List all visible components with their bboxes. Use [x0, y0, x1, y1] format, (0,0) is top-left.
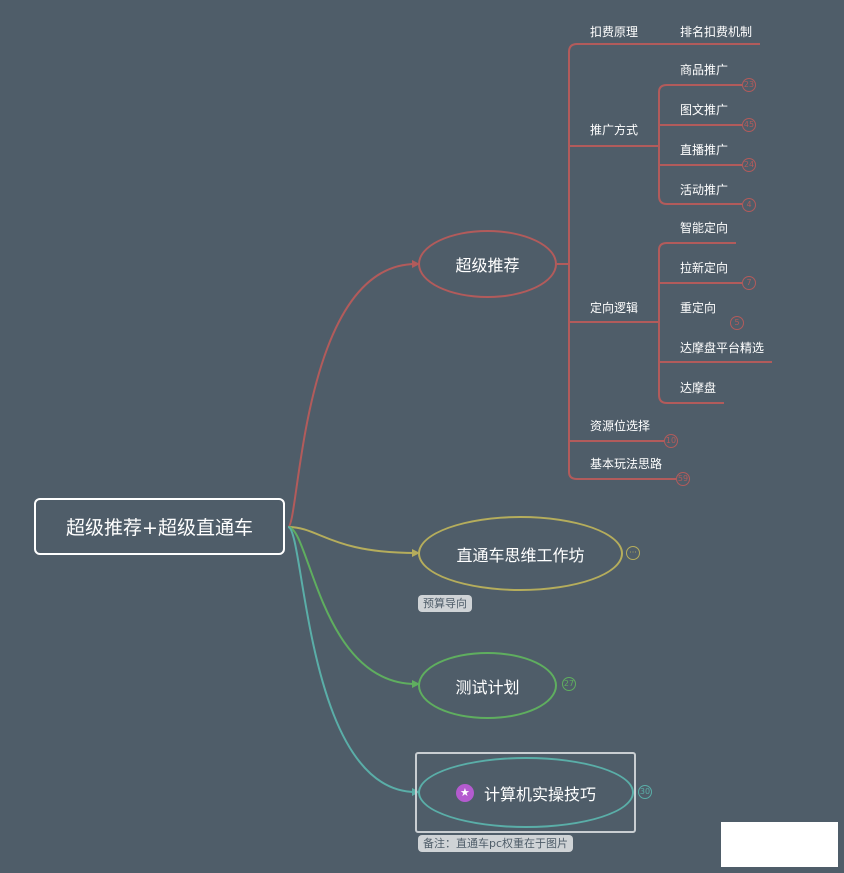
- node-deduction[interactable]: 扣费原理: [590, 25, 639, 39]
- node-targeting-item[interactable]: 达摩盘平台精选: [680, 341, 765, 355]
- node-targeting-item[interactable]: 拉新定向: [680, 261, 729, 275]
- count-badge[interactable]: 30: [638, 785, 652, 799]
- node-ranking-mechanism[interactable]: 排名扣费机制: [680, 25, 753, 39]
- node-super-recommend[interactable]: 超级推荐: [418, 230, 557, 298]
- super-recommend-label: 超级推荐: [455, 256, 520, 275]
- node-promo-item[interactable]: 直播推广: [680, 143, 729, 157]
- count-badge[interactable]: 24: [742, 158, 756, 172]
- connector-workshop: [287, 526, 417, 554]
- connector-computer: [287, 526, 417, 793]
- root-label: 超级推荐+超级直通车: [66, 517, 253, 539]
- note-tag[interactable]: 备注：直通车pc权重在于图片: [418, 835, 574, 852]
- node-promo-methods[interactable]: 推广方式: [590, 123, 639, 137]
- star-icon: ★: [455, 783, 474, 802]
- root-node[interactable]: 超级推荐+超级直通车: [34, 498, 285, 555]
- node-basic-ideas[interactable]: 基本玩法思路: [590, 457, 663, 471]
- count-badge[interactable]: 10: [664, 434, 678, 448]
- count-badge[interactable]: 45: [742, 118, 756, 132]
- count-badge[interactable]: 59: [676, 472, 690, 486]
- node-promo-item[interactable]: 图文推广: [680, 103, 729, 117]
- more-icon[interactable]: ···: [626, 546, 640, 560]
- test-plan-label: 测试计划: [455, 677, 520, 697]
- count-badge[interactable]: 4: [742, 198, 756, 212]
- node-targeting-item[interactable]: 达摩盘: [680, 381, 717, 395]
- workshop-label: 直通车思维工作坊: [456, 545, 585, 565]
- computer-skills-label: 计算机实操技巧: [483, 784, 596, 804]
- node-targeting[interactable]: 定向逻辑: [590, 301, 639, 315]
- count-badge[interactable]: 7: [742, 276, 756, 290]
- count-badge[interactable]: 23: [742, 78, 756, 92]
- node-promo-item[interactable]: 商品推广: [680, 63, 729, 77]
- node-workshop[interactable]: 直通车思维工作坊: [418, 516, 623, 591]
- connector-test-plan: [287, 526, 417, 685]
- count-badge[interactable]: 5: [730, 316, 744, 330]
- node-resource-position[interactable]: 资源位选择: [590, 419, 651, 433]
- workshop-tag[interactable]: 预算导向: [418, 595, 472, 612]
- selection-frame: [415, 752, 636, 833]
- connector-super-recommend: [287, 263, 417, 528]
- blank-panel: [721, 822, 838, 867]
- node-targeting-item[interactable]: 重定向: [680, 301, 717, 315]
- node-test-plan[interactable]: 测试计划: [418, 652, 557, 719]
- node-targeting-item[interactable]: 智能定向: [680, 221, 729, 235]
- count-badge[interactable]: 27: [562, 677, 576, 691]
- node-promo-item[interactable]: 活动推广: [680, 183, 729, 197]
- node-computer-skills[interactable]: ★ 计算机实操技巧: [418, 757, 634, 828]
